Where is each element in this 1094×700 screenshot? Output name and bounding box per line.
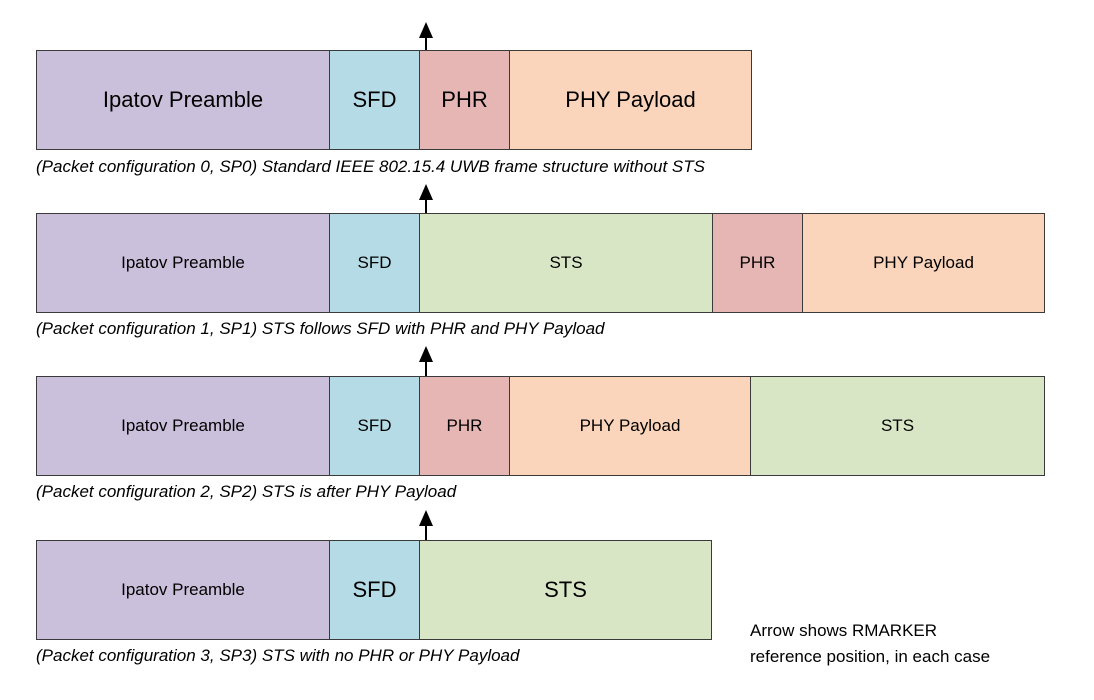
field-sfd: SFD <box>330 541 420 639</box>
field-sts: STS <box>420 214 713 312</box>
frame-sp3: Ipatov Preamble SFD STS <box>36 540 712 640</box>
field-phr: PHR <box>420 377 510 475</box>
arrow-head-icon <box>419 22 433 38</box>
field-sts: STS <box>751 377 1044 475</box>
frame-sp2: Ipatov Preamble SFD PHR PHY Payload STS <box>36 376 1045 476</box>
field-ipatov-preamble: Ipatov Preamble <box>37 541 330 639</box>
field-label: PHR <box>739 253 776 272</box>
rmarker-note: Arrow shows RMARKER reference position, … <box>750 618 990 670</box>
frame-sp0: Ipatov Preamble SFD PHR PHY Payload <box>36 50 752 150</box>
field-ipatov-preamble: Ipatov Preamble <box>37 214 330 312</box>
arrow-head-icon <box>419 346 433 362</box>
field-ipatov-preamble: Ipatov Preamble <box>37 377 330 475</box>
rmarker-arrow-sp0 <box>419 22 433 62</box>
field-label: PHR <box>446 416 483 435</box>
field-sts: STS <box>420 541 711 639</box>
rmarker-arrow-sp1 <box>419 184 433 216</box>
field-label: Ipatov Preamble <box>121 416 245 435</box>
caption-sp1: (Packet configuration 1, SP1) STS follow… <box>36 319 605 338</box>
field-label: PHY Payload <box>579 416 681 435</box>
field-label: SFD <box>352 577 397 602</box>
rmarker-note-line2: reference position, in each case <box>750 647 991 666</box>
field-label: SFD <box>357 416 392 435</box>
rmarker-arrow-sp3 <box>419 510 433 546</box>
field-phy-payload: PHY Payload <box>510 51 751 149</box>
arrow-head-icon <box>419 510 433 526</box>
field-label: Ipatov Preamble <box>121 253 245 272</box>
field-label: SFD <box>352 87 397 112</box>
arrow-head-icon <box>419 184 433 200</box>
field-ipatov-preamble: Ipatov Preamble <box>37 51 330 149</box>
field-phr: PHR <box>713 214 803 312</box>
field-label: PHR <box>441 87 488 112</box>
field-sfd: SFD <box>330 377 420 475</box>
field-label: Ipatov Preamble <box>102 87 264 112</box>
field-label: STS <box>544 577 587 602</box>
frame-sp1: Ipatov Preamble SFD STS PHR PHY Payload <box>36 213 1045 313</box>
field-sfd: SFD <box>330 214 420 312</box>
caption-sp3: (Packet configuration 3, SP3) STS with n… <box>36 646 520 665</box>
caption-sp0: (Packet configuration 0, SP0) Standard I… <box>36 157 705 176</box>
field-sfd: SFD <box>330 51 420 149</box>
field-label: SFD <box>357 253 392 272</box>
field-label: STS <box>880 416 915 435</box>
field-label: Ipatov Preamble <box>121 580 245 599</box>
rmarker-note-line1: Arrow shows RMARKER <box>750 621 938 640</box>
field-label: STS <box>549 253 583 272</box>
caption-sp2: (Packet configuration 2, SP2) STS is aft… <box>36 482 457 501</box>
field-label: PHY Payload <box>565 87 696 112</box>
field-phy-payload: PHY Payload <box>803 214 1044 312</box>
field-phr: PHR <box>420 51 510 149</box>
rmarker-arrow-sp2 <box>419 346 433 378</box>
field-label: PHY Payload <box>873 253 974 272</box>
field-phy-payload: PHY Payload <box>510 377 751 475</box>
